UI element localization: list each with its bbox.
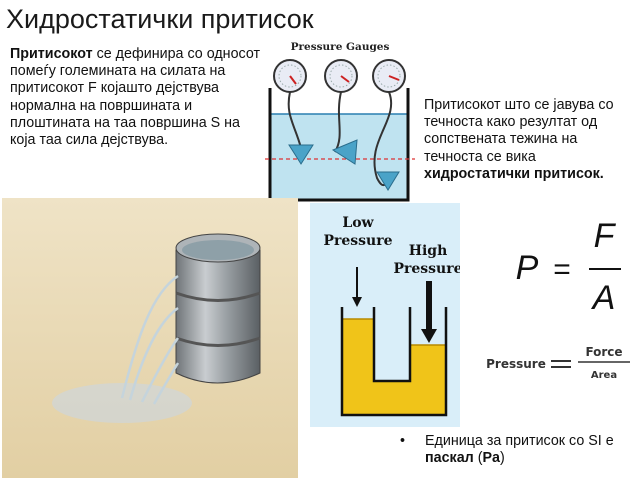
- hydrostatic-text: Притисокот што се јавува со течноста как…: [424, 97, 614, 165]
- u-tube-walls: [340, 307, 448, 417]
- formula-f: F: [594, 217, 617, 255]
- bullet-icon: •: [400, 433, 406, 449]
- barrel-water-top: [182, 240, 254, 260]
- unit-open-paren: (: [473, 450, 483, 467]
- water-barrel-icon: [2, 198, 298, 478]
- low-pressure-line1: Low: [342, 215, 374, 231]
- hydrostatic-paragraph: Притисокот што се јавува со течноста как…: [424, 97, 636, 183]
- gauges-label: Pressure Gauges: [291, 41, 390, 53]
- definition-bold-term: Притисокот: [10, 46, 93, 62]
- high-pressure-arrowhead: [421, 329, 437, 343]
- water-puddle: [52, 383, 192, 423]
- water-jet: [120, 274, 179, 399]
- formula-a: A: [591, 279, 616, 317]
- word-formula: Pressure Force Area: [486, 345, 630, 381]
- page-title: Хидростатички притисок: [6, 4, 314, 34]
- formula-equals: =: [553, 253, 571, 286]
- pressure-gauge-icon: [372, 59, 406, 191]
- low-pressure-line2: Pressure: [323, 233, 392, 249]
- pressure-gauge-icon: [324, 59, 358, 165]
- u-tube-liquid: [342, 319, 446, 415]
- unit-note-text: Единица за притисок со SI е паскал (Pa): [425, 433, 635, 467]
- formula-p: P: [516, 249, 539, 287]
- water-jet: [152, 362, 180, 405]
- pressure-gauge-icon: [273, 59, 314, 165]
- unit-note-prefix: Единица за притисок со SI е: [425, 433, 614, 449]
- unit-symbol: Pa: [482, 450, 500, 467]
- definition-text: се дефинира со односот помеѓу големината…: [10, 46, 261, 149]
- water-jet: [128, 306, 179, 401]
- barrel-rim: [175, 291, 261, 302]
- hydrostatic-bold-term: хидростатички притисок.: [424, 165, 604, 182]
- unit-name: паскал: [425, 450, 474, 467]
- pressure-formula: P = F A: [516, 217, 621, 317]
- high-pressure-line1: High: [409, 243, 448, 259]
- word-formula-pressure: Pressure: [486, 357, 546, 371]
- pressure-gauges-figure: Pressure Gauges: [265, 41, 415, 202]
- word-formula-force: Force: [585, 345, 622, 359]
- water-jet: [140, 337, 180, 403]
- high-pressure-line2: Pressure: [393, 261, 460, 277]
- barrel-rim: [175, 336, 261, 347]
- barrel-body: [175, 249, 261, 384]
- tank-walls: [268, 88, 410, 202]
- low-pressure-arrowhead: [352, 297, 362, 307]
- definition-paragraph: Притисокот се дефинира со односот помеѓу…: [10, 46, 268, 149]
- unit-close-paren: ): [499, 450, 505, 467]
- u-tube-icon: Low Pressure High Pressure: [310, 203, 460, 427]
- word-formula-area: Area: [591, 370, 617, 381]
